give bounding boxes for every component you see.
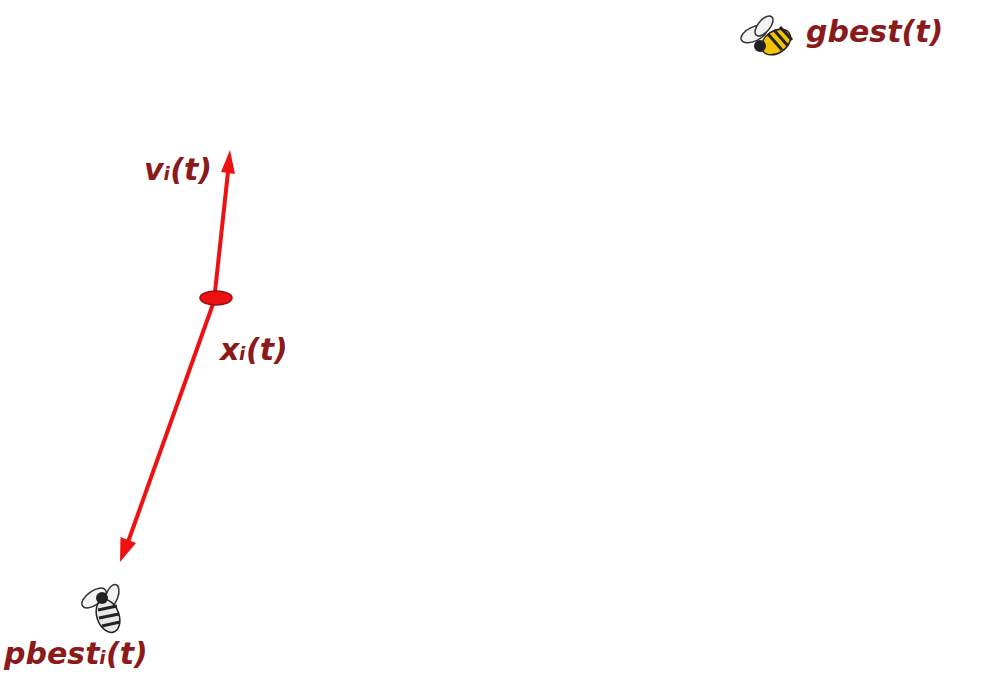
math-label: gbest(t): [806, 14, 943, 50]
bee-icon: [79, 583, 125, 636]
velocity-arrow: [215, 172, 228, 292]
math-label: xᵢ(t): [220, 332, 288, 368]
bee-icon: [738, 13, 795, 60]
pbest-arrow: [128, 304, 213, 542]
arrow-head: [120, 537, 136, 562]
arrow-head: [221, 150, 235, 174]
math-label: vᵢ(t): [144, 152, 212, 188]
particle-dot: [200, 291, 232, 305]
math-label: pbestᵢ(t): [4, 636, 148, 672]
